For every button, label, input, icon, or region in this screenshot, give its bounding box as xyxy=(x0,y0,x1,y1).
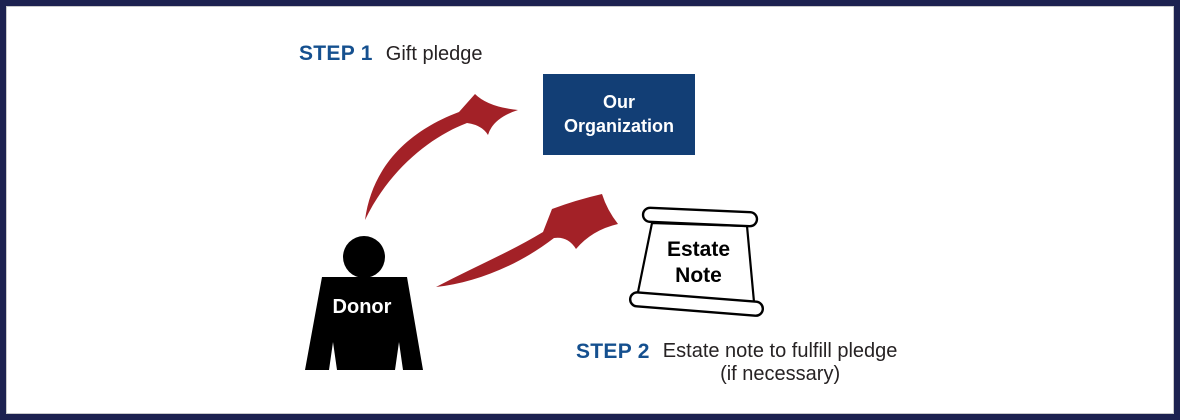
scroll-top-rod xyxy=(641,206,759,228)
donor-person-icon: Donor xyxy=(305,236,423,370)
step2-text: Estate note to fulfill pledge xyxy=(662,340,898,362)
donor-head xyxy=(343,236,385,278)
organization-box-line1: Our xyxy=(602,91,635,112)
estate-note-scroll-icon xyxy=(628,206,765,317)
step2-curved-arrow-icon xyxy=(436,194,618,287)
arrows-layer xyxy=(365,94,618,287)
step1-curved-arrow-icon xyxy=(365,94,518,220)
scroll-bottom-rod xyxy=(628,291,765,317)
estate-note-line1: Estate xyxy=(666,238,731,261)
estate-note-label: Estate Note xyxy=(636,237,761,290)
step1-label: STEP 1 xyxy=(299,42,373,65)
organization-box-line2: Organization xyxy=(563,115,674,136)
estate-note-line2: Note xyxy=(675,264,722,288)
donor-body xyxy=(305,277,423,370)
step2-caption: STEP 2 Estate note to fulfill pledge (if… xyxy=(576,340,897,386)
donor-label: Donor xyxy=(333,296,392,318)
step1-text: Gift pledge xyxy=(385,43,483,65)
step2-note: (if necessary) xyxy=(720,363,841,385)
organization-box: Our Organization xyxy=(543,74,695,155)
step1-caption: STEP 1 Gift pledge xyxy=(299,42,483,66)
step2-label: STEP 2 xyxy=(576,340,650,363)
